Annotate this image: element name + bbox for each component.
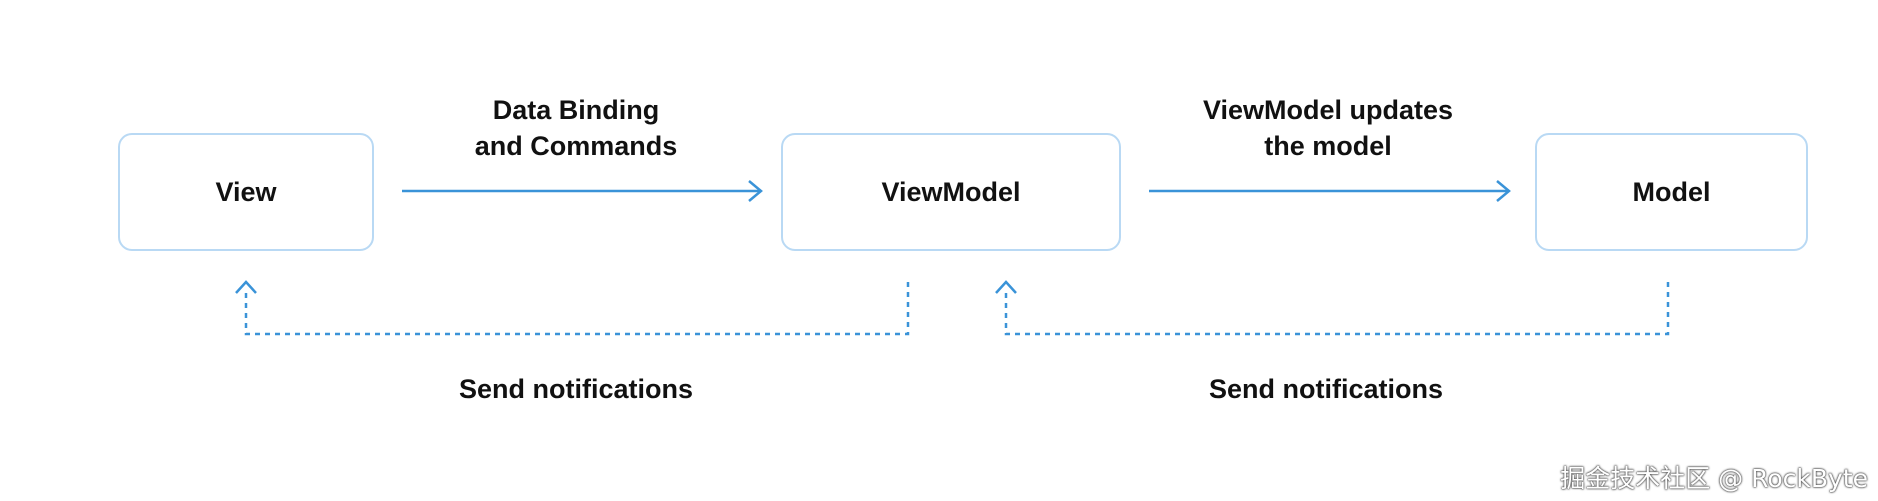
- arrow-viewmodel-to-model: [1149, 180, 1511, 202]
- watermark: 掘金技术社区 @ RockByte: [1560, 464, 1868, 493]
- send-notifications-label-left: Send notifications: [458, 374, 693, 404]
- arrowhead-notify-viewmodel: [995, 280, 1017, 294]
- viewmodel-updates-label-line2: the model: [1264, 131, 1392, 161]
- data-binding-label: Data Binding and Commands: [426, 92, 726, 164]
- viewmodel-updates-label-line1: ViewModel updates: [1202, 95, 1454, 125]
- view-node: View: [118, 133, 374, 251]
- arrowhead-notify-view: [235, 280, 257, 294]
- arrow-view-to-viewmodel: [402, 180, 763, 202]
- viewmodel-updates-label: ViewModel updates the model: [1178, 92, 1478, 164]
- model-node: Model: [1535, 133, 1808, 251]
- data-binding-label-line2: and Commands: [474, 131, 678, 161]
- model-node-label: Model: [1632, 176, 1711, 207]
- data-binding-label-line1: Data Binding: [492, 95, 660, 125]
- viewmodel-node: ViewModel: [781, 133, 1121, 251]
- view-node-label: View: [215, 176, 277, 207]
- arrow-notify-view: [244, 282, 910, 336]
- send-notifications-label-right: Send notifications: [1208, 374, 1443, 404]
- viewmodel-node-label: ViewModel: [881, 176, 1021, 207]
- arrow-notify-viewmodel: [1004, 282, 1670, 336]
